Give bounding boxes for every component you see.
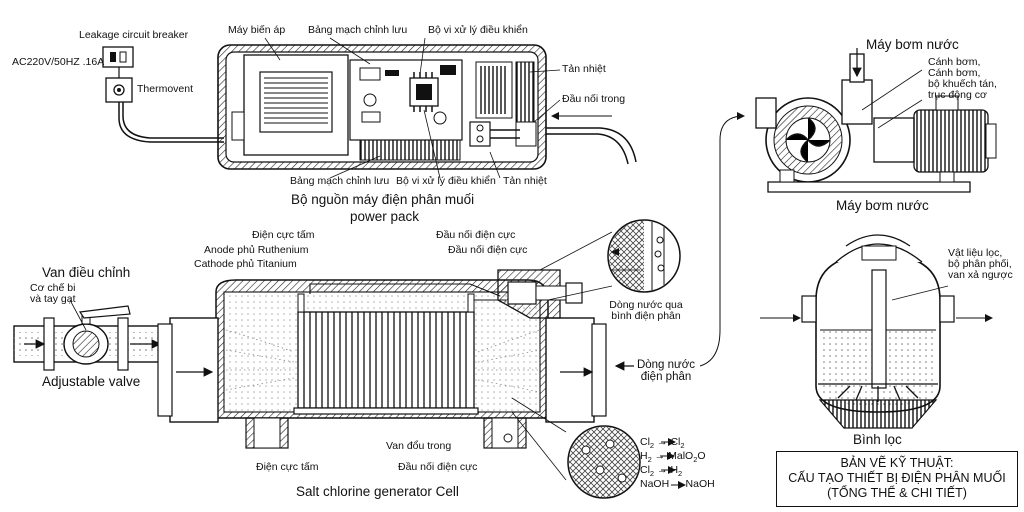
controller-top-label: Bộ vi xử lý điều khiển xyxy=(428,24,528,36)
rectifier-board-bottom-label: Bảng mạch chỉnh lưu xyxy=(290,175,390,187)
breaker-label: Leakage circuit breaker xyxy=(79,29,189,41)
water-pump xyxy=(755,48,997,193)
pump-caption: Máy bơm nước xyxy=(836,198,929,213)
adjustable-valve xyxy=(13,305,165,371)
thermovent-label: Thermovent xyxy=(137,83,194,95)
detail-flow-circle xyxy=(607,219,681,293)
reaction-1: Cl2 → Cl2 xyxy=(640,436,685,451)
microcontroller xyxy=(409,77,439,107)
electrode-plate-bottom-label: Điện cực tấm xyxy=(256,461,319,473)
cathode-label: Cathode phủ Titanium xyxy=(194,258,297,270)
terminal-top-label-1: Đầu nối điện cực xyxy=(436,229,516,241)
title-block: BẢN VẼ KỸ THUẬT: CẤU TẠO THIẾT BỊ ĐIỆN P… xyxy=(776,451,1018,507)
valve-title: Van điều chỉnh xyxy=(42,265,131,280)
terminal-bottom-label: Đầu nối điện cực xyxy=(398,461,478,473)
title-line-2: CẤU TẠO THIẾT BỊ ĐIỆN PHÂN MUỐI xyxy=(788,471,1006,485)
power-spec-label: AC220V/50HZ .16A xyxy=(12,56,105,68)
inner-terminal xyxy=(469,121,491,147)
filter-caption: Bình lọc xyxy=(853,432,902,447)
power-pack-caption-en: power pack xyxy=(350,209,420,224)
reaction-2: H2 → MalO2O xyxy=(640,450,706,465)
controller-bottom-label: Bộ vi xử lý điều khiển xyxy=(396,175,496,187)
anode-label: Anode phủ Ruthenium xyxy=(204,244,309,256)
power-pack-caption-vi: Bộ nguồn máy điện phân muối xyxy=(291,192,475,207)
breaker-switch xyxy=(102,46,134,68)
sand-filter xyxy=(760,234,993,429)
transformer-label: Máy biến áp xyxy=(228,24,286,36)
cell-caption: Salt chlorine generator Cell xyxy=(296,484,459,499)
reaction-3: Cl2 → H2 xyxy=(640,464,683,479)
valve-caption: Adjustable valve xyxy=(42,374,141,389)
title-line-3: (TỔNG THỂ & CHI TIẾT) xyxy=(827,486,967,500)
electrode-plate-top-label: Điện cực tấm xyxy=(252,229,315,241)
heatsink-bottom-label: Tản nhiệt xyxy=(503,175,547,187)
reaction-4: NaOH → NaOH xyxy=(640,478,715,490)
power-pack xyxy=(102,44,637,170)
heatsink-right-label: Tản nhiệt xyxy=(562,63,606,75)
filter-parts-label: Vật liệu lọc,bộ phân phối,van xả ngược xyxy=(948,247,1013,282)
inner-connector-label: Đầu nối trong xyxy=(562,93,626,105)
electrolytic-cell xyxy=(157,231,613,481)
pump-parts-label: Cánh bơm,Cánh bơm,bộ khuếch tán,trục độn… xyxy=(928,56,997,102)
terminal-top-label-2: Đầu nối điện cực xyxy=(448,244,528,256)
rectifier-board-top-label: Bảng mạch chỉnh lưu xyxy=(308,24,408,36)
title-line-1: BẢN VẼ KỸ THUẬT: xyxy=(840,456,954,470)
pump-title: Máy bơm nước xyxy=(866,37,959,52)
detail-reaction-circle xyxy=(567,425,641,499)
inner-guide-label: Van đổu trong xyxy=(386,440,452,452)
